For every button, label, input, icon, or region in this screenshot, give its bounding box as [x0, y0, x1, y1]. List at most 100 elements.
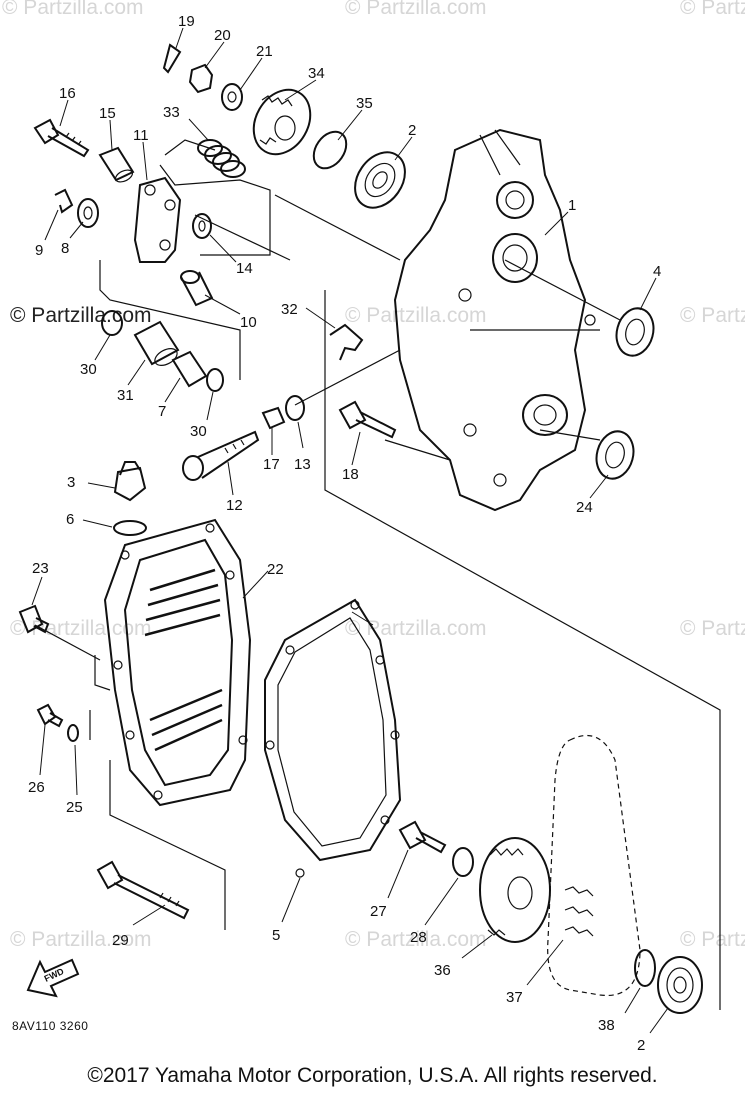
callout-13: 13: [294, 456, 311, 473]
callout-10: 10: [240, 314, 257, 331]
callout-24: 24: [576, 499, 593, 516]
washer-part-38: [634, 949, 656, 987]
watermark-text: © Partzilla.com: [345, 617, 487, 640]
spring-part-33: [197, 139, 246, 178]
washer-part-13: [285, 395, 305, 421]
copyright-footer: ©2017 Yamaha Motor Corporation, U.S.A. A…: [87, 1064, 658, 1087]
watermark-text: © Partzilla.com: [345, 0, 487, 19]
callout-4: 4: [653, 263, 661, 280]
callout-28: 28: [410, 929, 427, 946]
gear-part-34: [252, 88, 312, 156]
bearing-part-2-lower: [657, 956, 703, 1014]
watermark-text: © Partzilla.com: [680, 617, 745, 640]
washer-part-25: [67, 724, 79, 742]
callout-29: 29: [112, 932, 129, 949]
callout-35: 35: [356, 95, 373, 112]
assembly-guides: [34, 139, 721, 1010]
watermark-text: © Partzilla.com: [680, 928, 745, 951]
callout-3: 3: [67, 474, 75, 491]
callout-15: 15: [99, 105, 116, 122]
callout-37: 37: [506, 989, 523, 1006]
watermark-text: © Partzilla.com: [10, 928, 152, 951]
callout-leaders: [31, 27, 669, 1034]
callout-1: 1: [568, 197, 576, 214]
watermark-layer: © Partzilla.com © Partzilla.com © Partzi…: [2, 0, 745, 951]
callout-11: 11: [133, 127, 149, 144]
callout-14: 14: [236, 260, 253, 277]
callout-19: 19: [178, 13, 195, 30]
bolt-part-29: [96, 860, 190, 920]
collar-part-7: [171, 350, 208, 388]
callout-25: 25: [66, 799, 83, 816]
callout-36: 36: [434, 962, 451, 979]
bolt-part-16: [33, 118, 90, 158]
callout-23: 23: [32, 560, 49, 577]
watermark-text: © Partzilla.com: [10, 617, 152, 640]
callout-22: 22: [267, 561, 284, 578]
washer-part-21: [221, 83, 243, 111]
callout-12: 12: [226, 497, 243, 514]
callout-6: 6: [66, 511, 74, 528]
bolt-part-27: [398, 820, 447, 854]
cover-part-22: [103, 518, 252, 807]
lever-part-11: [133, 176, 182, 263]
collar-part-31: [133, 320, 180, 366]
collar-part-15: [98, 146, 135, 183]
callout-34: 34: [308, 65, 325, 82]
plug-part-3: [113, 461, 147, 502]
grease-nipple-part-32: [329, 323, 364, 361]
seal-part-35: [312, 130, 348, 170]
callout-33: 33: [163, 104, 180, 121]
chain-part-37: [547, 734, 641, 997]
exploded-parts-diagram: © Partzilla.com © Partzilla.com © Partzi…: [2, 0, 745, 1050]
watermark-text: © Partzilla.com: [345, 304, 487, 327]
cotter-pin-part-19: [162, 43, 182, 74]
watermark-main: © Partzilla.com: [10, 304, 152, 327]
watermark-text: © Partzilla.com: [680, 304, 745, 327]
bolt-part-23: [18, 604, 50, 634]
callout-2-upper: 2: [408, 122, 416, 139]
washer-part-30: [101, 310, 123, 336]
callout-31: 31: [117, 387, 134, 404]
nut-part-20: [188, 63, 214, 94]
drawing-code: 8AV110 3260: [12, 1019, 88, 1033]
callout-26: 26: [28, 779, 45, 796]
washer-part-14: [192, 213, 212, 239]
callout-32: 32: [281, 301, 298, 318]
sprocket-part-36: [479, 837, 551, 943]
washer-part-28: [452, 847, 474, 877]
callout-21: 21: [256, 43, 273, 60]
callout-5: 5: [272, 927, 280, 944]
callout-2-lower: 2: [637, 1037, 645, 1050]
pin-part-10: [180, 270, 214, 307]
seal-part-24: [595, 430, 635, 480]
seal-part-4: [615, 307, 655, 357]
callout-30-lower: 30: [190, 423, 207, 440]
callout-16: 16: [59, 85, 76, 102]
callout-38: 38: [598, 1017, 615, 1034]
gasket-part-5: [264, 598, 402, 878]
bolt-part-12: [182, 430, 260, 481]
washer-part-30-lower: [206, 368, 224, 392]
bolt-part-18: [338, 400, 397, 439]
gasket-part-6: [113, 520, 147, 536]
washer-part-8: [77, 198, 99, 228]
clip-part-9: [54, 188, 74, 214]
callout-8: 8: [61, 240, 69, 257]
nut-part-17: [261, 406, 286, 430]
callout-27: 27: [370, 903, 387, 920]
watermark-text: © Partzilla.com: [345, 928, 487, 951]
watermark-text: © Partzilla.com: [680, 0, 745, 19]
case-part-1: [393, 128, 596, 512]
callout-7: 7: [158, 403, 166, 420]
watermark-text: © Partzilla.com: [2, 0, 144, 19]
callout-18: 18: [342, 466, 359, 483]
bolt-part-26: [36, 703, 64, 728]
bearing-part-2: [354, 151, 406, 209]
callout-labels: 19 20 21 34 35 2 1 4 16 15 11 33 9 8 14 …: [28, 13, 661, 1050]
fwd-direction-marker: FWD: [26, 958, 80, 998]
callout-20: 20: [214, 27, 231, 44]
callout-9: 9: [35, 242, 43, 259]
callout-30-upper: 30: [80, 361, 97, 378]
callout-17: 17: [263, 456, 280, 473]
